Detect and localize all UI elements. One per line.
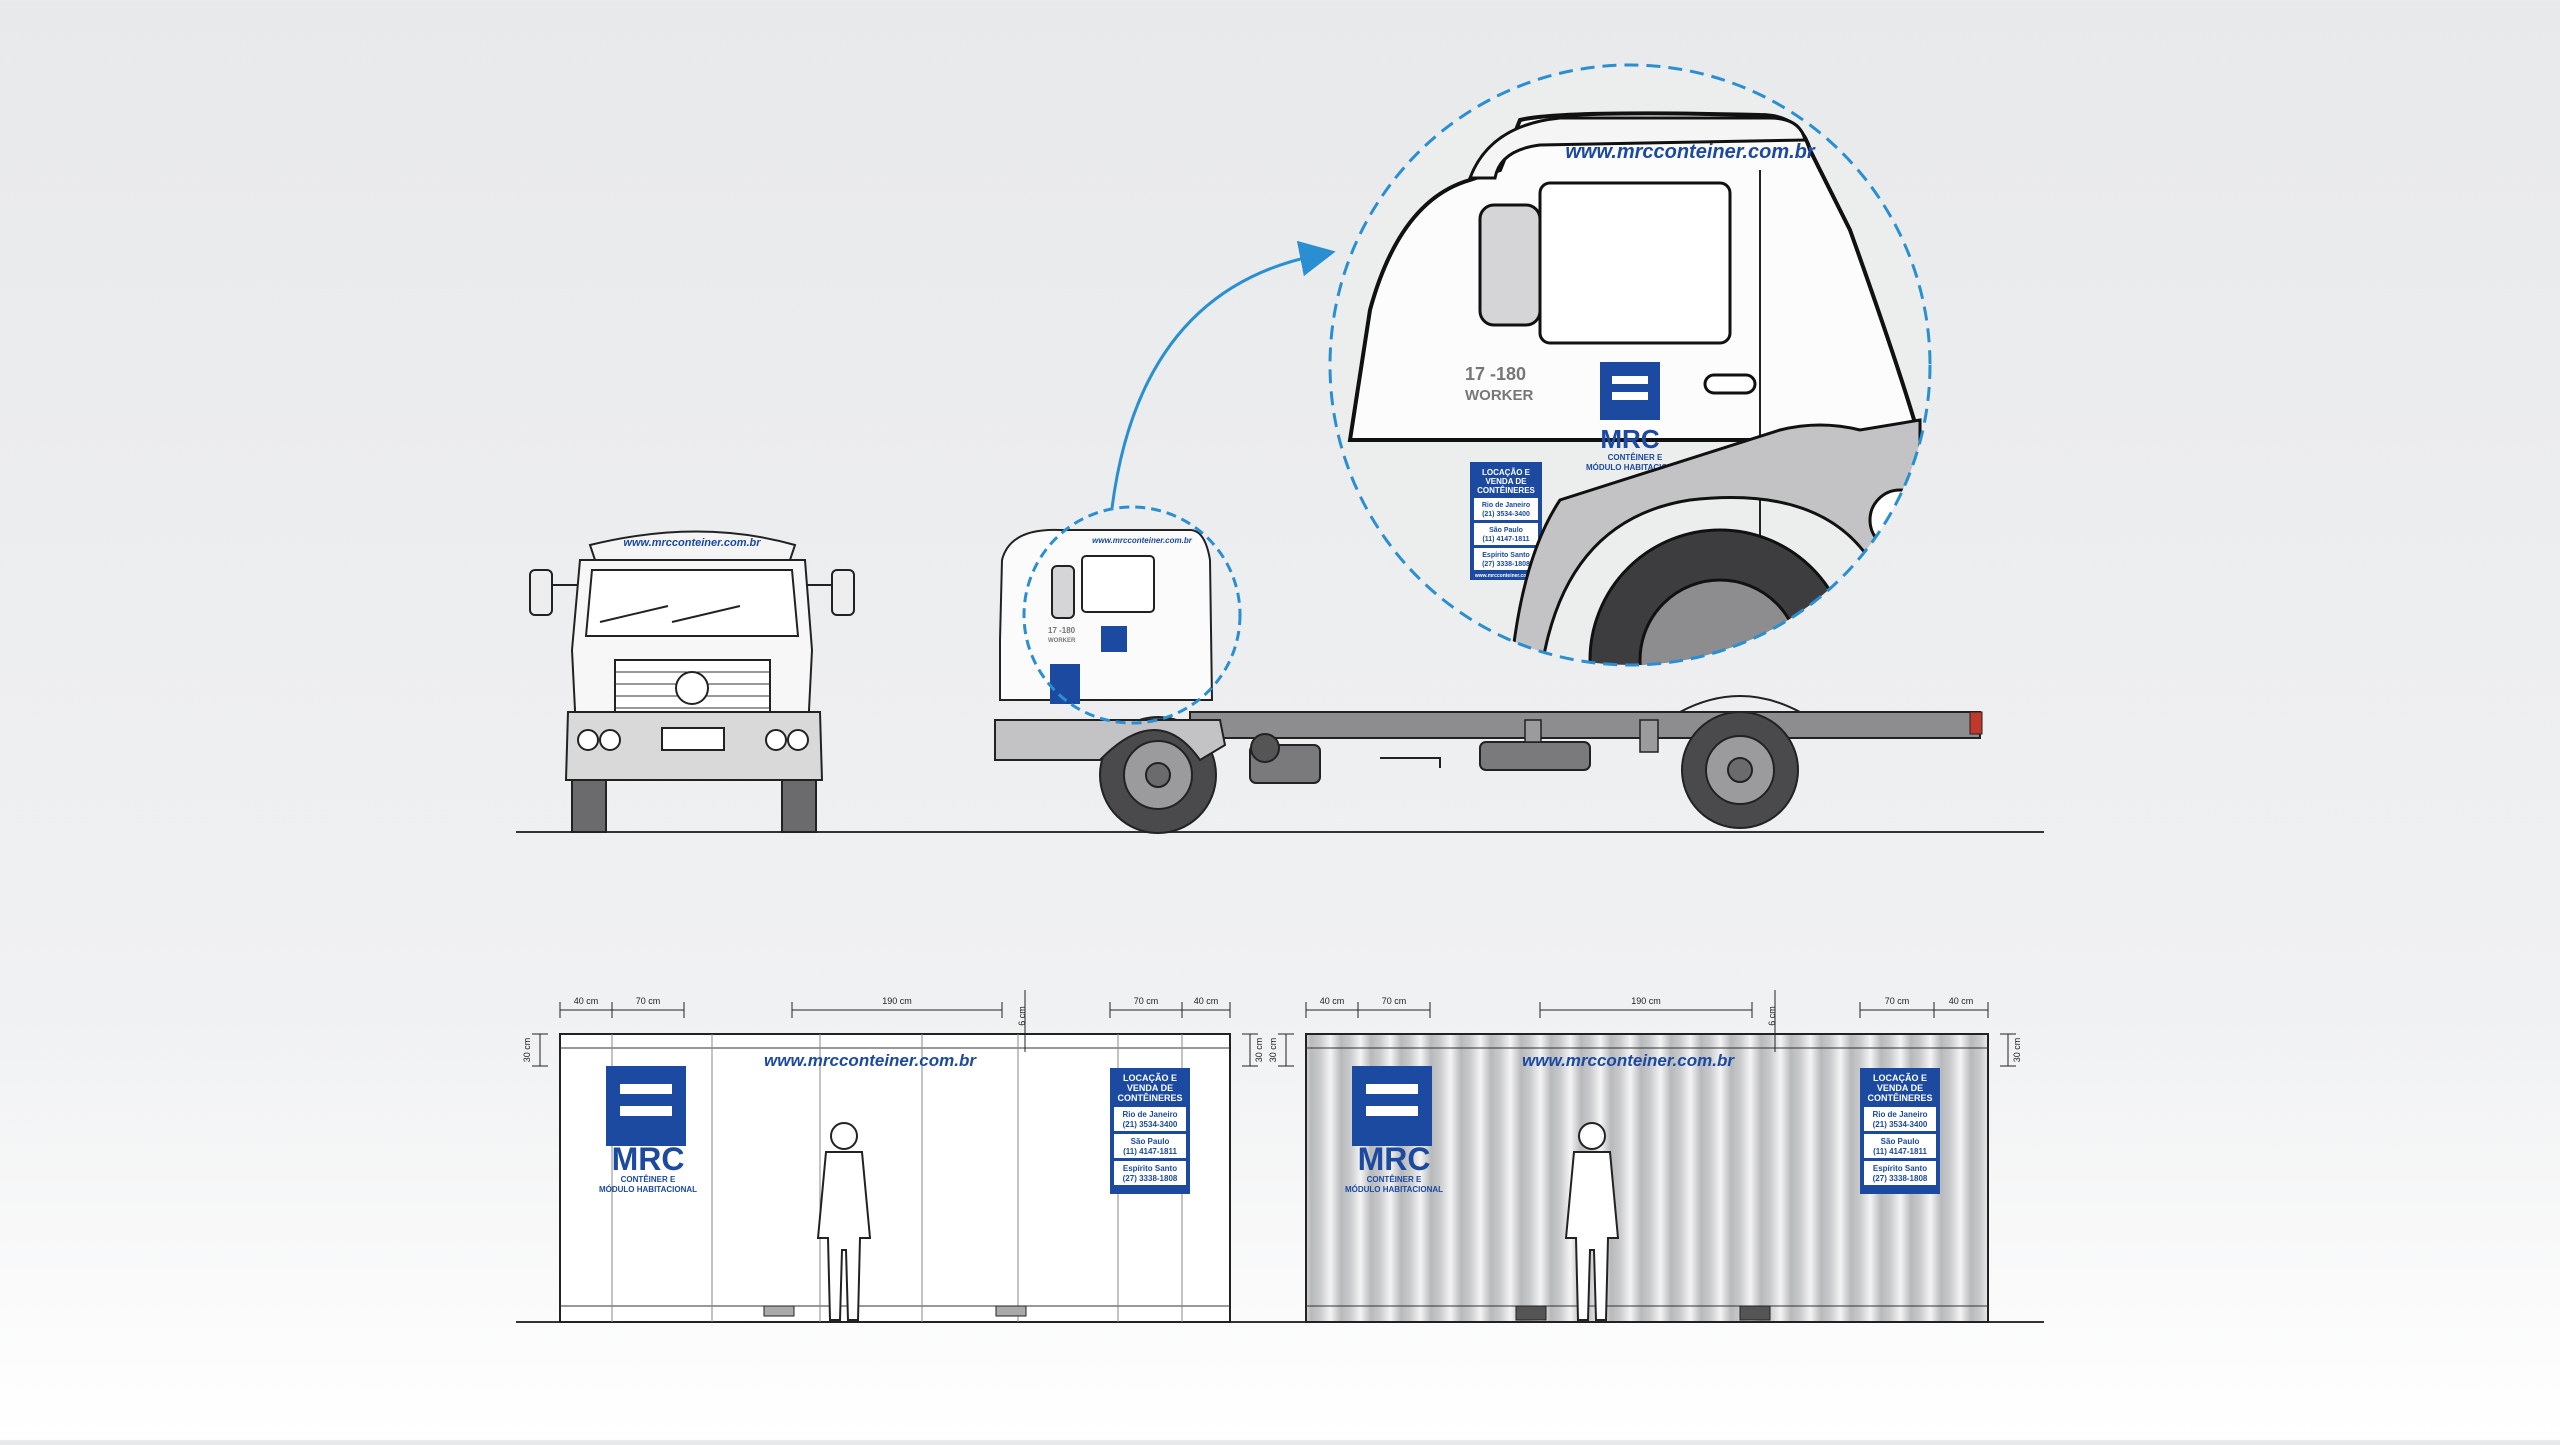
zoom-sign-heading-3: CONTÊINERES [1477,486,1535,495]
zoom-sign-heading-2: VENDA DE [1485,477,1527,486]
container-plain-sign-city-2: São Paulo [1131,1137,1170,1146]
truck-front-roof-url: www.mrcconteiner.com.br [623,537,761,549]
truck-side-view: www.mrcconteiner.com.br 17 -180 WORKER [994,528,1983,834]
container-plain-url: www.mrcconteiner.com.br [764,1051,977,1070]
dim-a-url-gap: 6 cm [1017,1006,1027,1026]
dim-b-margin-right: 40 cm [1949,996,1974,1006]
dim-a-margin-left: 40 cm [574,996,599,1006]
container-corrugated-sign-city-2: São Paulo [1881,1137,1920,1146]
zoom-sign-city-2: São Paulo [1489,527,1523,534]
zoom-roof-url: www.mrcconteiner.com.br [1565,141,1816,163]
container-corrugated-sign-city-1: Rio de Janeiro [1872,1110,1927,1119]
container-plain-sign-phone-1: (21) 3534-3400 [1123,1120,1178,1129]
truck-front-view: www.mrcconteiner.com.br [529,530,855,833]
zoom-contact-sign: LOCAÇÃO E VENDA DE CONTÊINERES Rio de Ja… [1470,462,1542,580]
callout-arrow [1110,240,1336,509]
dim-a-band-right: 30 cm [1254,1038,1264,1063]
container-corrugated-logo-text: MRC [1358,1141,1431,1177]
zoom-logo-tagline-1: CONTÊINER E [1608,453,1663,462]
callout-circle-small [1022,505,1242,725]
zoom-sign-phone-2: (11) 4147-1811 [1482,536,1529,543]
zoom-model-number: 17 -180 [1465,364,1526,384]
zoom-sign-city-3: Espírito Santo [1482,552,1529,559]
container-corrugated: www.mrcconteiner.com.br MRC CONTÊINER E … [1305,1033,1989,1323]
dim-b-band-left: 30 cm [1268,1038,1278,1063]
container-corrugated-sign-phone-2: (11) 4147-1811 [1873,1147,1927,1156]
zoom-logo-text: MRC [1600,424,1659,454]
dim-a-logo-width: 70 cm [636,996,661,1006]
truck-side-model-name: WORKER [1048,638,1076,644]
zoom-sign-phone-1: (21) 3534-3400 [1482,511,1530,518]
dim-a-url-width: 190 cm [882,996,912,1006]
container-corrugated-sign-heading-3: CONTÊINERES [1867,1092,1932,1103]
container-corrugated-sign-heading-2: VENDA DE [1877,1083,1923,1093]
truck-side-model-number: 17 -180 [1048,626,1076,635]
dim-b-sign-width: 70 cm [1885,996,1910,1006]
truck-side-roof-url: www.mrcconteiner.com.br [1092,536,1193,545]
container-plain-sign-phone-3: (27) 3338-1808 [1123,1174,1178,1183]
container-plain-sign-heading-1: LOCAÇÃO E [1123,1073,1177,1083]
zoom-sign-city-1: Rio de Janeiro [1482,502,1530,509]
dim-b-margin-left: 40 cm [1320,996,1345,1006]
container-plain: www.mrcconteiner.com.br MRC CONTÊINER E … [559,1033,1231,1323]
dim-a-band-left: 30 cm [522,1038,532,1063]
zoom-sign-phone-3: (27) 3338-1808 [1482,561,1530,568]
dim-b-band-right: 30 cm [2012,1038,2022,1063]
container-corrugated-url: www.mrcconteiner.com.br [1522,1051,1735,1070]
container-corrugated-sign-heading-1: LOCAÇÃO E [1873,1073,1927,1083]
container-plain-sign-city-3: Espírito Santo [1123,1164,1177,1173]
container-corrugated-logo-tagline-2: MÓDULO HABITACIONAL [1345,1185,1443,1194]
person-silhouette-icon [816,1122,872,1321]
container-plain-sign-phone-2: (11) 4147-1811 [1123,1147,1177,1156]
dim-a-sign-width: 70 cm [1134,996,1159,1006]
container-plain-logo-tagline-1: CONTÊINER E [621,1175,676,1184]
zoom-logo: MRC CONTÊINER E MÓDULO HABITACIONAL [1586,362,1684,472]
dim-b-url-width: 190 cm [1631,996,1661,1006]
zoom-logo-tagline-2: MÓDULO HABITACIONAL [1586,463,1684,472]
container-corrugated-logo-tagline-1: CONTÊINER E [1367,1175,1422,1184]
dimension-annotations [532,990,2016,1067]
zoom-sign-heading-1: LOCAÇÃO E [1482,468,1531,477]
container-corrugated-sign-city-3: Espírito Santo [1873,1164,1927,1173]
person-silhouette-icon [1564,1122,1620,1321]
container-corrugated-sign-phone-3: (27) 3338-1808 [1873,1174,1928,1183]
callout-circle-zoom [1328,63,1932,667]
zoom-sign-footer: www.mrcconteiner.com.br [1474,573,1537,579]
dim-a-margin-right: 40 cm [1194,996,1219,1006]
container-plain-sign-city-1: Rio de Janeiro [1122,1110,1177,1119]
container-plain-sign-heading-3: CONTÊINERES [1117,1092,1182,1103]
zoom-detail: www.mrcconteiner.com.br 17 -180 WORKER M… [1330,65,1930,665]
container-plain-sign-heading-2: VENDA DE [1127,1083,1173,1093]
dim-b-url-gap: 6 cm [1767,1006,1777,1026]
dim-b-logo-width: 70 cm [1382,996,1407,1006]
zoom-model-name: WORKER [1465,387,1533,404]
container-plain-logo-text: MRC [612,1141,685,1177]
container-corrugated-sign-phone-1: (21) 3534-3400 [1873,1120,1928,1129]
container-plain-logo-tagline-2: MÓDULO HABITACIONAL [599,1185,697,1194]
